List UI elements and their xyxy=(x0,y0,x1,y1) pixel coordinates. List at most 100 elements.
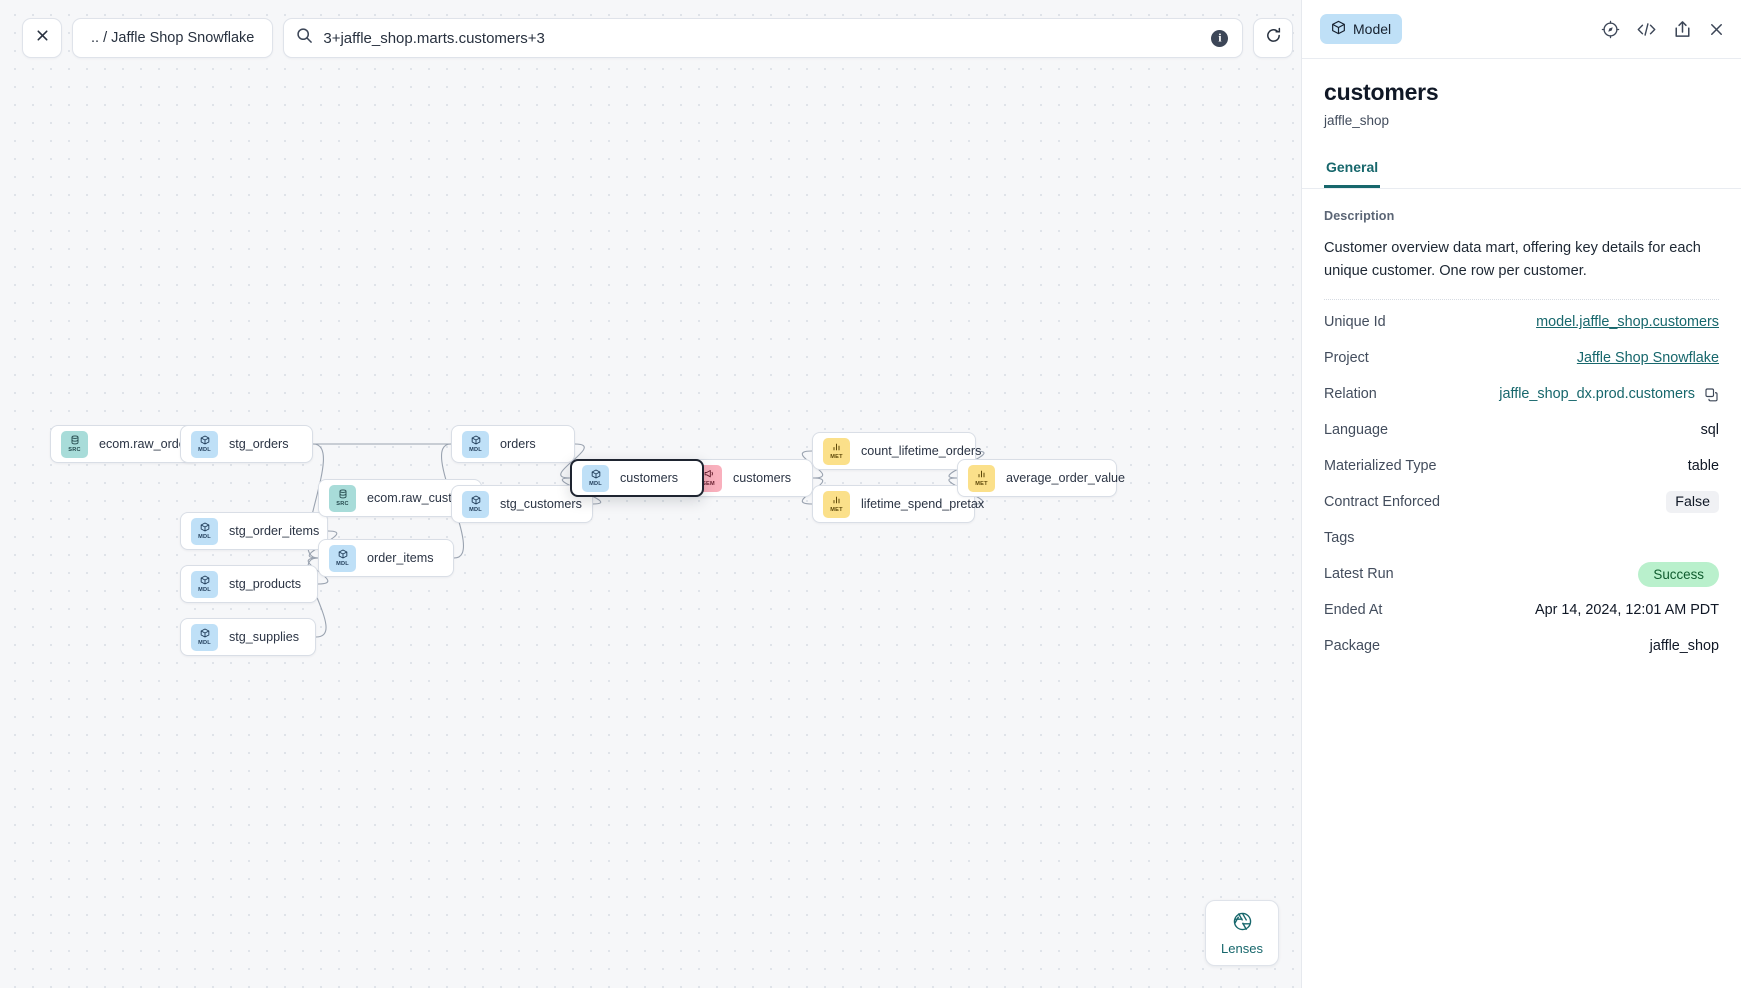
field-value: Apr 14, 2024, 12:01 AM PDT xyxy=(1535,602,1719,619)
graph-node-stg_order_items[interactable]: MDL stg_order_items xyxy=(180,512,328,550)
aperture-icon xyxy=(1232,911,1253,937)
tab-general[interactable]: General xyxy=(1324,150,1381,188)
field-value-wrap: jaffle_shop_dx.prod.customers xyxy=(1499,386,1719,402)
field-value[interactable]: Jaffle Shop Snowflake xyxy=(1576,350,1719,367)
node-label: customers xyxy=(620,471,679,485)
lineage-search[interactable]: i xyxy=(283,18,1244,58)
node-label: stg_products xyxy=(229,577,302,591)
field-key: Contract Enforced xyxy=(1324,494,1440,511)
graph-node-count_lifetime_orders[interactable]: MET count_lifetime_orders xyxy=(812,432,981,470)
node-label: stg_supplies xyxy=(229,630,300,644)
search-icon xyxy=(296,27,313,49)
node-label: average_order_value xyxy=(1006,471,1126,485)
share-icon[interactable] xyxy=(1673,20,1692,39)
copy-icon[interactable] xyxy=(1704,387,1719,402)
breadcrumb-label: .. / Jaffle Shop Snowflake xyxy=(91,30,255,46)
field-value-wrap: Success xyxy=(1638,561,1719,587)
close-lineage-button[interactable] xyxy=(22,18,62,58)
graph-node-stg_products[interactable]: MDL stg_products xyxy=(180,565,318,603)
field-value-wrap: jaffle_shop xyxy=(1650,638,1719,654)
node-kind-badge-mdl-icon: MDL xyxy=(191,570,218,598)
node-kind-badge-mdl-icon: MDL xyxy=(462,490,489,518)
code-icon[interactable] xyxy=(1636,20,1657,39)
node-kind-badge-mdl-icon: MDL xyxy=(191,517,218,545)
field-value-wrap: Apr 14, 2024, 12:01 AM PDT xyxy=(1535,602,1719,618)
graph-node-order_items[interactable]: MDL order_items xyxy=(318,539,454,577)
field-row: Tags xyxy=(1324,520,1719,556)
field-row: Package jaffle_shop xyxy=(1324,628,1719,664)
panel-tabs: General xyxy=(1302,150,1741,189)
field-key: Project xyxy=(1324,350,1369,367)
node-label: stg_customers xyxy=(500,497,582,511)
field-row: Project Jaffle Shop Snowflake xyxy=(1324,340,1719,376)
field-key: Tags xyxy=(1324,530,1355,547)
status-badge: False xyxy=(1666,491,1719,514)
refresh-icon xyxy=(1265,27,1282,49)
graph-node-average_order_value[interactable]: MET average_order_value xyxy=(957,459,1125,497)
close-panel-icon[interactable] xyxy=(1708,21,1725,38)
field-value-wrap: table xyxy=(1688,458,1719,474)
node-kind-badge-src-icon: SRC xyxy=(61,430,88,458)
divider xyxy=(1324,299,1719,301)
graph-node-customers_model[interactable]: MDL customers xyxy=(570,459,704,497)
field-key: Unique Id xyxy=(1324,314,1386,331)
node-label: order_items xyxy=(367,551,434,565)
field-value-wrap: sql xyxy=(1701,422,1719,438)
field-value-wrap: False xyxy=(1666,491,1719,514)
node-label: orders xyxy=(500,437,536,451)
field-value: table xyxy=(1687,458,1719,475)
field-key: Materialized Type xyxy=(1324,458,1437,475)
close-icon xyxy=(35,28,50,48)
details-panel-header: Model xyxy=(1302,0,1741,59)
details-panel: Model xyxy=(1301,0,1741,988)
explore-icon[interactable] xyxy=(1601,20,1620,39)
panel-body: Description Customer overview data mart,… xyxy=(1302,189,1741,988)
node-kind-badge-met-icon: MET xyxy=(823,437,850,465)
refresh-button[interactable] xyxy=(1253,18,1294,58)
info-icon[interactable]: i xyxy=(1211,29,1229,47)
graph-node-lifetime_spend_pretax[interactable]: MET lifetime_spend_pretax xyxy=(812,485,984,523)
field-value-wrap: model.jaffle_shop.customers xyxy=(1536,314,1719,330)
field-key: Relation xyxy=(1324,386,1377,403)
field-key: Package xyxy=(1324,638,1381,655)
field-row: Unique Id model.jaffle_shop.customers xyxy=(1324,304,1719,340)
breadcrumb[interactable]: .. / Jaffle Shop Snowflake xyxy=(72,18,274,58)
field-row: Relation jaffle_shop_dx.prod.customers xyxy=(1324,376,1719,412)
node-label: stg_order_items xyxy=(229,524,320,538)
node-label: customers xyxy=(733,471,792,485)
node-type-label: Model xyxy=(1353,21,1392,37)
lenses-label: Lenses xyxy=(1221,940,1263,956)
field-value: jaffle_shop xyxy=(1649,638,1719,655)
canvas-toolbar: .. / Jaffle Shop Snowflake i xyxy=(22,18,1294,58)
page-subtitle: jaffle_shop xyxy=(1324,113,1390,128)
lenses-button[interactable]: Lenses xyxy=(1205,900,1279,966)
node-kind-badge-met-icon: MET xyxy=(823,490,850,518)
field-value: sql xyxy=(1700,422,1719,439)
field-key: Latest Run xyxy=(1324,566,1394,583)
node-kind-badge-mdl-icon: MDL xyxy=(329,544,356,572)
node-kind-badge-met-icon: MET xyxy=(968,464,995,492)
page-title: customers xyxy=(1324,79,1439,105)
field-row: Latest Run Success xyxy=(1324,556,1719,592)
field-value[interactable]: jaffle_shop_dx.prod.customers xyxy=(1499,386,1695,403)
field-value-wrap: Jaffle Shop Snowflake xyxy=(1577,350,1719,366)
status-badge: Success xyxy=(1638,561,1719,587)
node-kind-badge-mdl-icon: MDL xyxy=(191,430,218,458)
field-value[interactable]: model.jaffle_shop.customers xyxy=(1536,314,1719,331)
field-key: Language xyxy=(1324,422,1389,439)
node-type-badge[interactable]: Model xyxy=(1320,14,1403,44)
node-label: lifetime_spend_pretax xyxy=(861,497,985,511)
node-kind-badge-mdl-icon: MDL xyxy=(582,464,609,492)
search-input[interactable] xyxy=(323,29,1212,47)
node-label: count_lifetime_orders xyxy=(861,444,982,458)
cube-icon xyxy=(1331,20,1346,38)
field-key: Ended At xyxy=(1324,602,1383,619)
